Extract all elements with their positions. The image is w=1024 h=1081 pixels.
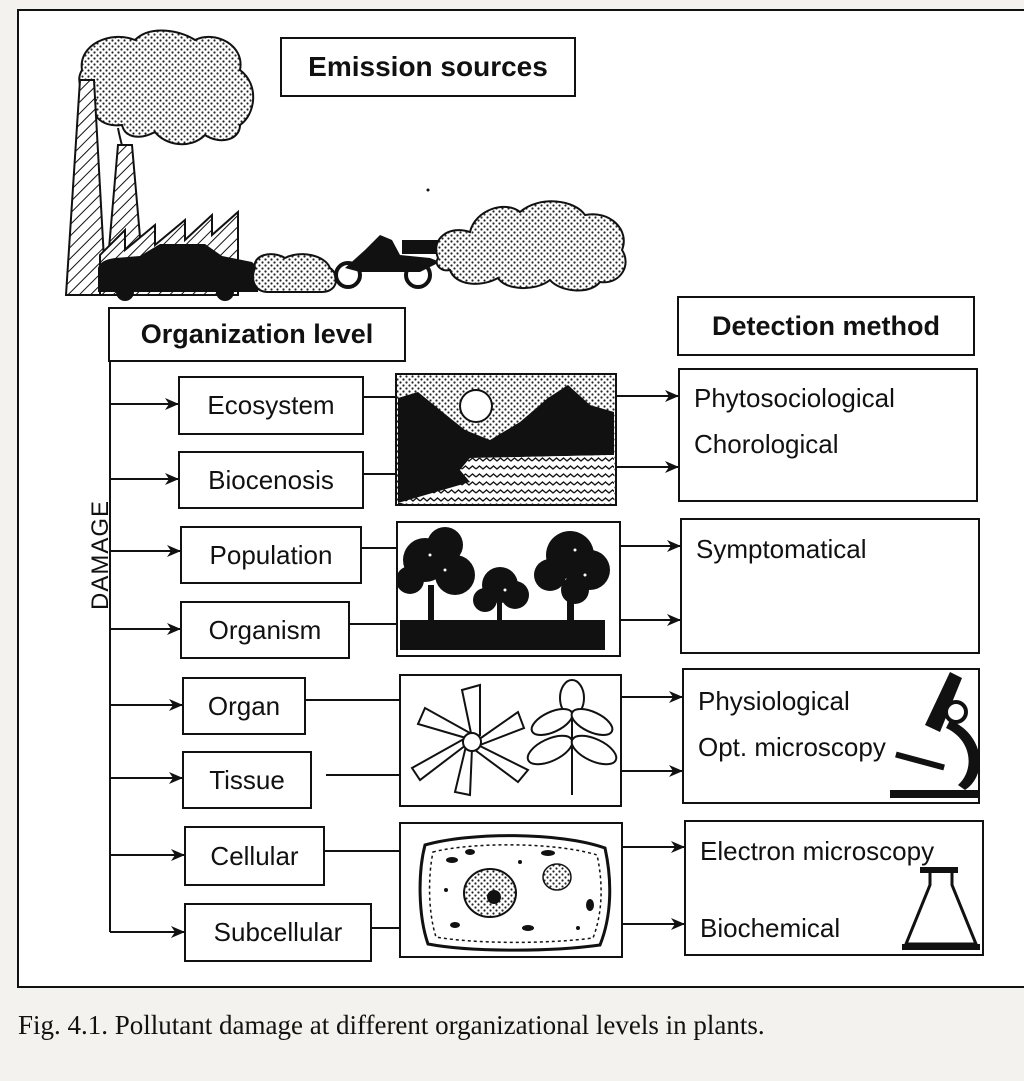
- motorcycle-exhaust: [435, 200, 627, 292]
- flower-leaf-picture: [399, 674, 622, 807]
- car: [98, 244, 259, 292]
- level-tissue: Tissue: [182, 751, 312, 809]
- method-symptomatical: Symptomatical: [696, 534, 867, 564]
- method-electron-microscopy: Electron microscopy: [700, 836, 935, 866]
- microscope-icon: [890, 672, 980, 798]
- trees-picture: [396, 521, 621, 657]
- landscape-picture: [395, 373, 617, 506]
- damage-label: DAMAGE: [87, 500, 114, 611]
- level-ecosystem: Ecosystem: [178, 376, 364, 435]
- smoke-cloud: [78, 29, 255, 146]
- method-box-2: Symptomatical: [680, 518, 980, 654]
- cell-picture: [399, 822, 623, 958]
- organization-level-header: Organization level: [108, 307, 406, 362]
- flask-icon: [902, 867, 980, 950]
- emission-sources-illustration: [64, 29, 627, 301]
- method-box-4: Electron microscopy Biochemical: [684, 820, 984, 956]
- connectors: [109, 308, 685, 938]
- method-box-3: Physiological Opt. microscopy: [682, 668, 980, 804]
- level-cellular: Cellular: [184, 826, 325, 886]
- lake: [398, 455, 614, 503]
- sun-icon: [459, 389, 493, 423]
- method-phytosociological: Phytosociological: [694, 383, 895, 413]
- method-chorological: Chorological: [694, 429, 839, 459]
- method-opt-microscopy: Opt. microscopy: [698, 732, 886, 762]
- detection-method-header: Detection method: [677, 296, 975, 356]
- level-subcellular: Subcellular: [184, 903, 372, 962]
- level-organism: Organism: [180, 601, 350, 659]
- level-population: Population: [180, 526, 362, 584]
- chimney-tall: [64, 79, 108, 296]
- method-box-1: Phytosociological Chorological: [678, 368, 978, 502]
- method-physiological: Physiological: [698, 686, 850, 716]
- level-organ: Organ: [182, 677, 306, 735]
- leaf-icon: [526, 679, 618, 795]
- method-biochemical: Biochemical: [700, 913, 841, 943]
- level-biocenosis: Biocenosis: [178, 451, 364, 509]
- mountains: [398, 385, 614, 505]
- figure-caption: Fig. 4.1. Pollutant damage at different …: [18, 1010, 765, 1040]
- motorcycle: [334, 235, 442, 289]
- flower-icon: [410, 683, 530, 797]
- car-exhaust: [252, 253, 338, 293]
- emission-sources-box: Emission sources: [280, 37, 576, 97]
